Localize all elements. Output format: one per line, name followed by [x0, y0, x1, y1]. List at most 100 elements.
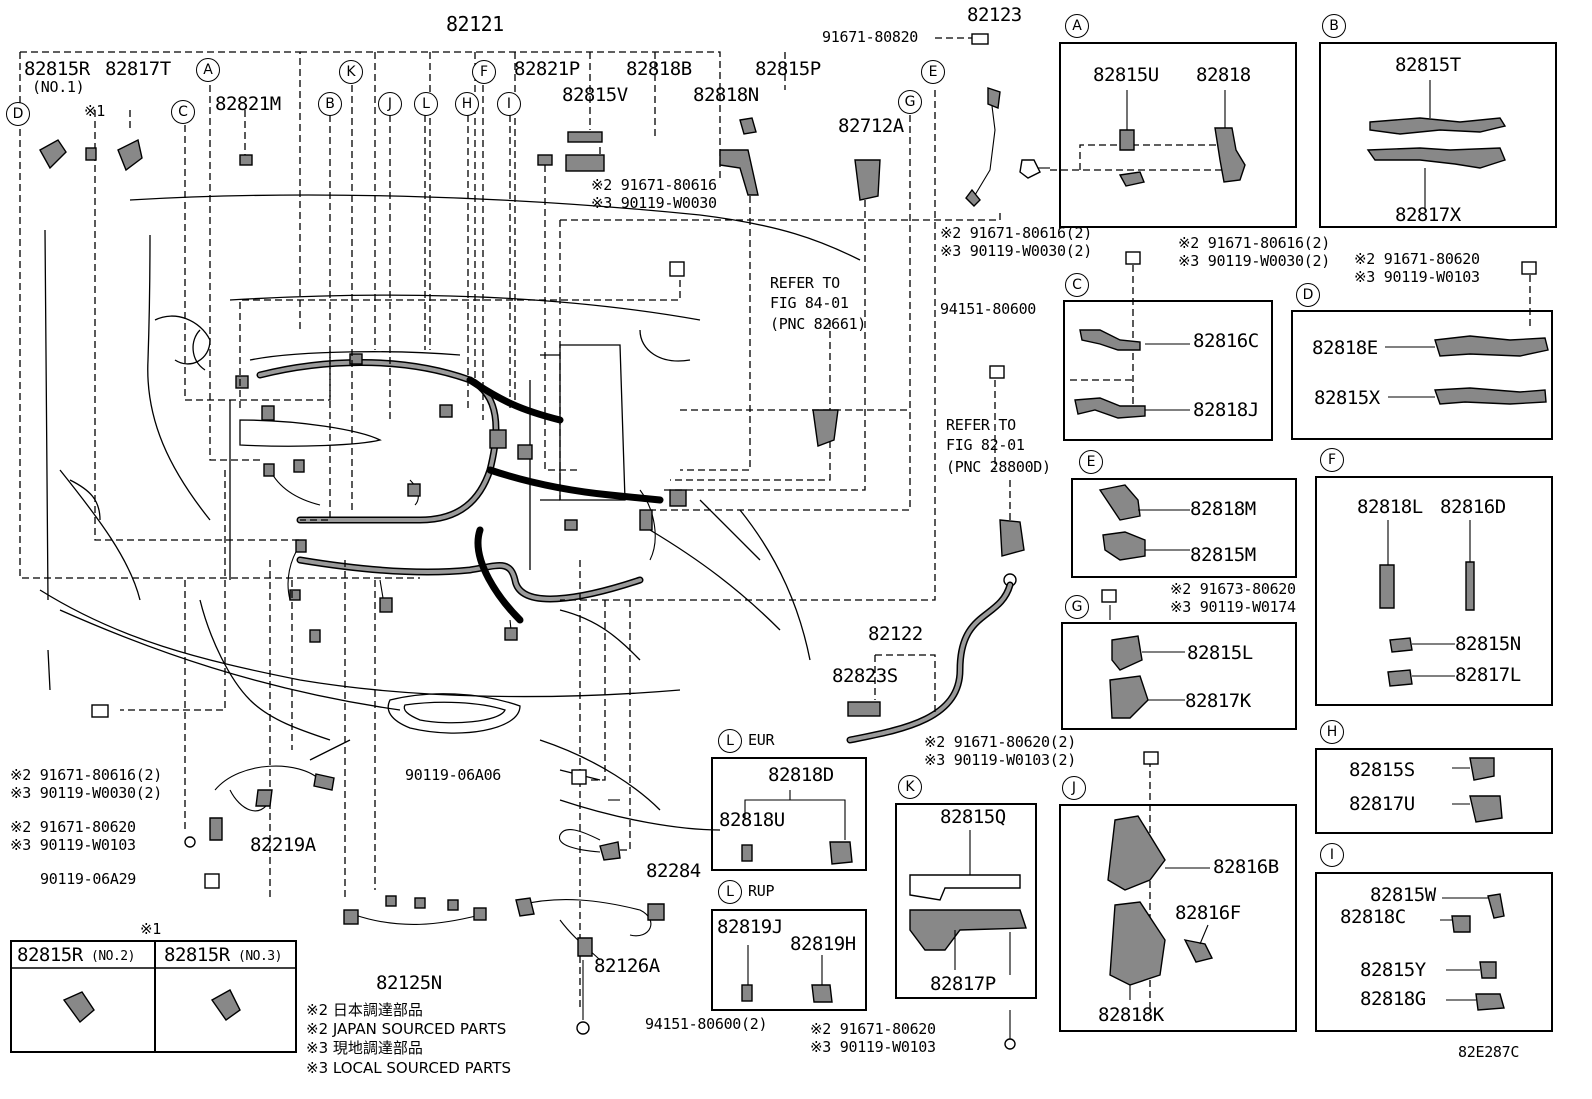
panel-i-part-82815w: 82815W [1370, 884, 1436, 906]
refer-to-8201-line3: (PNC 28800D) [946, 458, 1051, 476]
label-82284: 82284 [646, 860, 701, 882]
callout-k: K [339, 60, 363, 84]
callout-b: B [318, 92, 342, 116]
bolt-note-2b: ※3 90119-W0030(2) [940, 242, 1092, 260]
callout-l: L [414, 92, 438, 116]
label-82122: 82122 [868, 623, 923, 645]
bolt-note-5a: ※2 91673-80620 [1170, 580, 1296, 598]
detail-panel-c [1063, 300, 1273, 441]
panel-l-rup-letter: L [718, 880, 742, 904]
panel-e-drawing [1098, 484, 1190, 561]
detail-panel-j [1059, 804, 1297, 1032]
bolt-note-6a: ※2 91671-80620(2) [924, 733, 1076, 751]
panel-g-part-82815l: 82815L [1187, 642, 1253, 664]
label-82219a: 82219A [250, 834, 316, 856]
bolt-note-5b: ※3 90119-W0174 [1170, 598, 1296, 616]
detail-panel-d [1291, 310, 1553, 440]
bolt-note-8b: ※3 90119-W0103 [10, 836, 136, 854]
bolt-note-7b: ※3 90119-W0030(2) [10, 784, 162, 802]
label-82821m: 82821M [215, 93, 281, 115]
label-91671-80820: 91671-80820 [822, 28, 919, 46]
callout-g: G [898, 90, 922, 114]
callout-e: E [921, 60, 945, 84]
detail-panel-h [1315, 748, 1553, 834]
bolt-note-4b: ※3 90119-W0103 [1354, 268, 1480, 286]
detail-panel-e [1071, 478, 1297, 578]
panel-l-rup-part-82819j: 82819J [717, 916, 783, 938]
detail-panel-b [1319, 42, 1557, 228]
panel-c-drawing [1070, 329, 1190, 419]
label-82712a: 82712A [838, 115, 904, 137]
footnote-3: ※3 現地調達部品 [306, 1039, 423, 1057]
detail-panel-l-eur [711, 757, 867, 871]
label-82818n: 82818N [693, 84, 759, 106]
car-body-outline [39, 194, 861, 831]
panel-l-eur-tag: EUR [748, 731, 775, 749]
bolt-note-2a: ※2 91671-80616(2) [940, 224, 1092, 242]
bolt-note-8a: ※2 91671-80620 [10, 818, 136, 836]
panel-f-part-82817l: 82817L [1455, 664, 1521, 686]
panel-e-letter: E [1079, 450, 1103, 474]
panel-e-part-82818m: 82818M [1190, 498, 1256, 520]
footnote-2: ※2 JAPAN SOURCED PARTS [306, 1020, 507, 1038]
bolt-note-9a: ※2 91671-80620 [810, 1020, 936, 1038]
x1-box-left-suffix: (NO.2) [91, 949, 135, 964]
panel-h-letter: H [1320, 720, 1344, 744]
bolt-note-7a: ※2 91671-80616(2) [10, 766, 162, 784]
label-82817t: 82817T [105, 58, 171, 80]
label-82821p: 82821P [514, 58, 580, 80]
detail-panel-i [1315, 872, 1553, 1032]
panel-l-eur-part-82818u: 82818U [719, 809, 785, 831]
label-90119-06a06: 90119-06A06 [405, 766, 502, 784]
panel-b-part-82817x: 82817X [1395, 204, 1461, 226]
panel-c-part-82818j: 82818J [1193, 399, 1259, 421]
diagram-id-code: 82E287C [1458, 1043, 1520, 1061]
panel-a-drawing [1050, 90, 1246, 187]
footnote-1: ※2 日本調達部品 [306, 1001, 423, 1019]
harness-connectors [235, 353, 687, 643]
x1-box-drawing [10, 940, 297, 1053]
panel-l-eur-letter: L [718, 729, 742, 753]
label-82815v: 82815V [562, 84, 628, 106]
callout-h: H [455, 92, 479, 116]
panel-j-part-82816b: 82816B [1213, 856, 1279, 878]
label-82126a: 82126A [594, 955, 660, 977]
detail-panel-l-rup [711, 909, 867, 1011]
label-82815p: 82815P [755, 58, 821, 80]
panel-k-part-82817p: 82817P [930, 973, 996, 995]
panel-l-rup-drawing [741, 945, 833, 1003]
panel-c-part-82816c: 82816C [1193, 330, 1259, 352]
panel-h-drawing [1452, 757, 1503, 823]
bolt-note-3a: ※2 91671-80616(2) [1178, 234, 1330, 252]
panel-c-letter: C [1065, 273, 1089, 297]
panel-d-drawing [1385, 335, 1549, 405]
main-wire-harness [256, 359, 664, 641]
panel-h-part-82815s: 82815S [1349, 759, 1415, 781]
x1-detail-box [10, 940, 297, 1053]
panel-d-part-82818e: 82818E [1312, 337, 1378, 359]
panel-d-letter: D [1296, 283, 1320, 307]
panel-i-part-82815y: 82815Y [1360, 959, 1426, 981]
panel-f-part-82815n: 82815N [1455, 633, 1521, 655]
detail-panel-a [1059, 42, 1297, 228]
callout-i: I [497, 92, 521, 116]
panel-g-drawing [1109, 635, 1185, 719]
x1-box-mark: ※1 [140, 920, 161, 938]
panel-j-part-82816f: 82816F [1175, 902, 1241, 924]
panel-f-drawing [1379, 520, 1475, 687]
callout-d: D [6, 102, 30, 126]
panel-k-drawing [909, 830, 1027, 975]
panel-l-eur-part-82818d: 82818D [768, 764, 834, 786]
label-90119-06a29: 90119-06A29 [40, 870, 137, 888]
refer-to-8401-line3: (PNC 82661) [770, 315, 867, 333]
bolt-note-4a: ※2 91671-80620 [1354, 250, 1480, 268]
label-82121: 82121 [446, 12, 504, 36]
callout-j: J [378, 92, 402, 116]
label-82815r-no1: (NO.1) [32, 78, 85, 96]
detail-panel-g [1061, 622, 1297, 730]
label-82818b: 82818B [626, 58, 692, 80]
panel-i-part-82818c: 82818C [1340, 906, 1406, 928]
panel-d-part-82815x: 82815X [1314, 387, 1380, 409]
bolt-note-6b: ※3 90119-W0103(2) [924, 751, 1076, 769]
bolt-note-1b: ※3 90119-W0030 [591, 194, 717, 212]
